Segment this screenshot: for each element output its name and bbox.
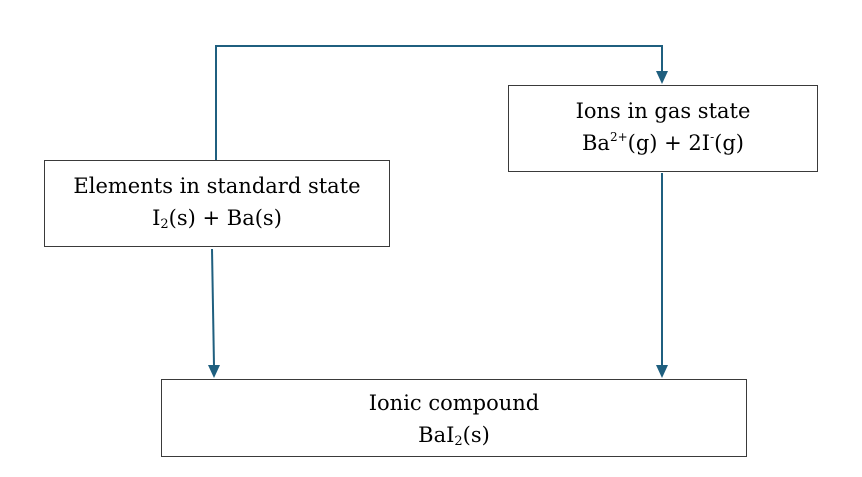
arrowhead-compound-right [656, 365, 668, 378]
ionic-compound-box: Ionic compound BaI2(s) [161, 379, 747, 457]
compound-box-formula: BaI2(s) [418, 423, 490, 449]
arrowhead-compound-left [208, 365, 220, 378]
elements-box-title: Elements in standard state [73, 174, 361, 198]
elements-standard-state-box: Elements in standard state I2(s) + Ba(s) [44, 160, 390, 247]
arrowhead-ions [656, 71, 668, 84]
elements-box-formula: I2(s) + Ba(s) [152, 206, 282, 232]
compound-box-title: Ionic compound [368, 391, 540, 415]
ions-gas-state-box: Ions in gas state Ba2+(g) + 2I-(g) [508, 85, 818, 172]
arrow-elements-to-ions [215, 45, 663, 160]
ions-box-formula: Ba2+(g) + 2I-(g) [582, 130, 744, 155]
arrow-elements-to-compound [211, 248, 215, 367]
ions-box-title: Ions in gas state [575, 99, 751, 123]
